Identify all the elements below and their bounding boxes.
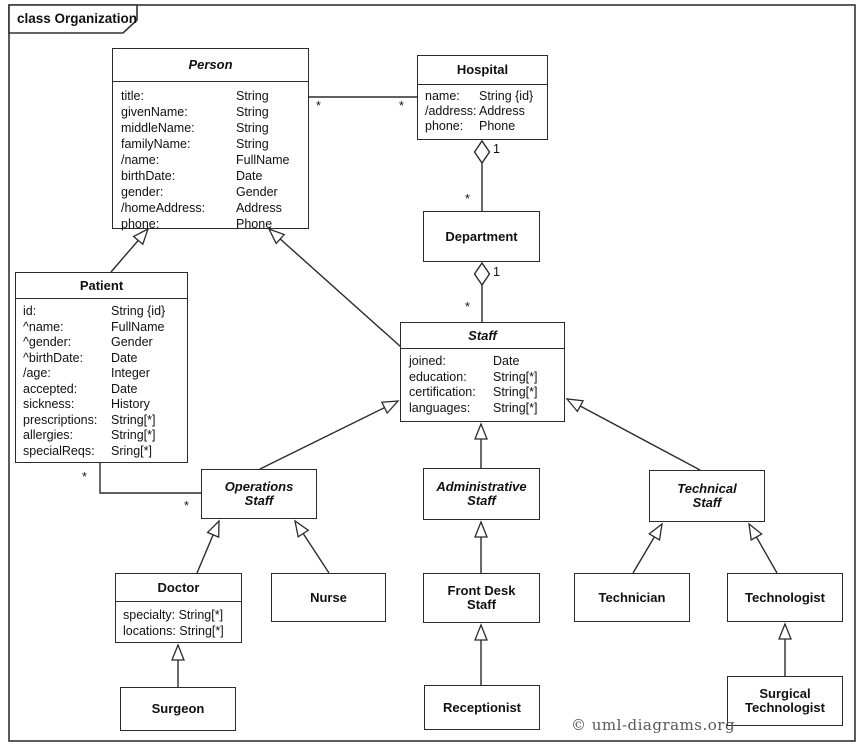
attribute-row: prescriptions:String[*] <box>23 412 156 427</box>
attribute-row: birthDate:Date <box>121 169 263 183</box>
class-hospital[interactable]: Hospital name:String {id}/address:Addres… <box>417 55 548 140</box>
class-nurse[interactable]: Nurse <box>271 573 386 622</box>
attribute-row: middleName:String <box>121 121 269 135</box>
attribute-row: accepted:Date <box>23 381 138 396</box>
generalization-technologist-technical-staff <box>748 522 778 574</box>
frame-title: class Organization <box>17 11 138 26</box>
multiplicity-hospital-side: * <box>399 99 404 113</box>
class-technician[interactable]: Technician <box>574 573 690 622</box>
diagram-frame-tab <box>8 4 138 34</box>
aggregation-diamond-hospital <box>473 139 491 165</box>
attribute-row: specialty: String[*] <box>123 608 224 622</box>
class-surgeon[interactable]: Surgeon <box>120 687 236 731</box>
attributes-compartment: id:String {id}^name:FullName^gender:Gend… <box>16 299 187 459</box>
class-name: Surgeon <box>151 701 205 716</box>
class-name: Technical Staff <box>677 481 737 510</box>
attribute-row: phone:Phone <box>121 217 273 231</box>
attribute-row: certification:String[*] <box>409 385 538 399</box>
generalization-operations-staff-staff <box>259 400 400 470</box>
class-doctor[interactable]: Doctor specialty: String[*] locations: St… <box>115 573 242 643</box>
association-patient-operations-staff <box>99 463 201 494</box>
attribute-row: givenName:String <box>121 105 269 119</box>
attributes-compartment: specialty: String[*] locations: String[*] <box>116 602 241 639</box>
class-surgical-technologist[interactable]: Surgical Technologist <box>727 676 843 726</box>
attribute-row: /age:Integer <box>23 366 150 380</box>
attribute-row: name:String {id} <box>425 89 534 103</box>
generalization-nurse-operations-staff <box>294 519 330 574</box>
class-operations-staff[interactable]: Operations Staff <box>201 469 317 519</box>
class-name: Technician <box>598 589 666 605</box>
attribute-row: familyName:String <box>121 137 269 151</box>
attribute-row: title:String <box>121 89 269 103</box>
class-front-desk-staff[interactable]: Front Desk Staff <box>423 573 540 623</box>
copyright-watermark: © uml-diagrams.org <box>571 716 736 734</box>
attribute-row: ^gender:Gender <box>23 335 153 349</box>
attribute-row: locations: String[*] <box>123 624 224 638</box>
attributes-compartment: title:String givenName:String middleName:S… <box>113 82 308 232</box>
attribute-row: /address:Address <box>425 104 525 118</box>
diagram-frame <box>8 4 856 742</box>
class-department[interactable]: Department <box>423 211 540 262</box>
attribute-row: gender:Gender <box>121 185 278 199</box>
class-name: Staff <box>401 323 564 349</box>
class-receptionist[interactable]: Receptionist <box>424 685 540 730</box>
attribute-row: ^name:FullName <box>23 319 165 334</box>
attribute-row: /name:FullName <box>121 153 290 167</box>
attribute-row: joined:Date <box>409 354 520 368</box>
attribute-row: allergies:String[*] <box>23 428 156 442</box>
class-name: Administrative Staff <box>436 479 527 508</box>
multiplicity-operations-staff-side: * <box>184 499 189 513</box>
class-person[interactable]: Person title:String givenName:String middl… <box>112 48 309 232</box>
generalization-patient-person <box>110 227 150 273</box>
generalization-staff-person <box>267 227 402 348</box>
class-name: Person <box>113 49 308 82</box>
attribute-row: languages:String[*] <box>409 400 538 415</box>
multiplicity-department-whole: 1 <box>493 265 500 279</box>
attribute-row: specialReqs:Sring[*] <box>23 443 152 458</box>
class-name: Front Desk Staff <box>447 583 516 612</box>
aggregation-diamond-department <box>473 261 491 287</box>
class-name: Operations Staff <box>224 479 294 508</box>
class-technical-staff[interactable]: Technical Staff <box>649 470 765 522</box>
generalization-technician-technical-staff <box>632 522 663 574</box>
multiplicity-staff-part: * <box>465 300 470 314</box>
attribute-row: phone:Phone <box>425 119 516 133</box>
class-name: Technologist <box>745 589 825 605</box>
multiplicity-patient-side: * <box>82 470 87 484</box>
multiplicity-hospital-whole: 1 <box>493 142 500 156</box>
class-name: Hospital <box>418 56 547 85</box>
class-name: Department <box>445 228 518 244</box>
class-name: Patient <box>16 273 187 299</box>
class-name: Surgical Technologist <box>745 686 825 715</box>
class-name: Receptionist <box>442 699 521 715</box>
attribute-row: education:String[*] <box>409 369 538 384</box>
class-name: Nurse <box>310 589 347 605</box>
attribute-row: id:String {id} <box>23 304 166 318</box>
attribute-row: ^birthDate:Date <box>23 350 138 365</box>
generalization-technical-staff-staff <box>565 398 701 471</box>
class-technologist[interactable]: Technologist <box>727 573 843 622</box>
class-administrative-staff[interactable]: Administrative Staff <box>423 468 540 520</box>
multiplicity-department-part: * <box>465 192 470 206</box>
generalization-doctor-operations-staff <box>196 519 220 574</box>
class-name: Doctor <box>116 574 241 602</box>
attribute-row: /homeAddress:Address <box>121 201 282 215</box>
multiplicity-person-side: * <box>316 99 321 113</box>
class-patient[interactable]: Patient id:String {id}^name:FullName^gen… <box>15 272 188 463</box>
attribute-row: sickness:History <box>23 397 150 411</box>
